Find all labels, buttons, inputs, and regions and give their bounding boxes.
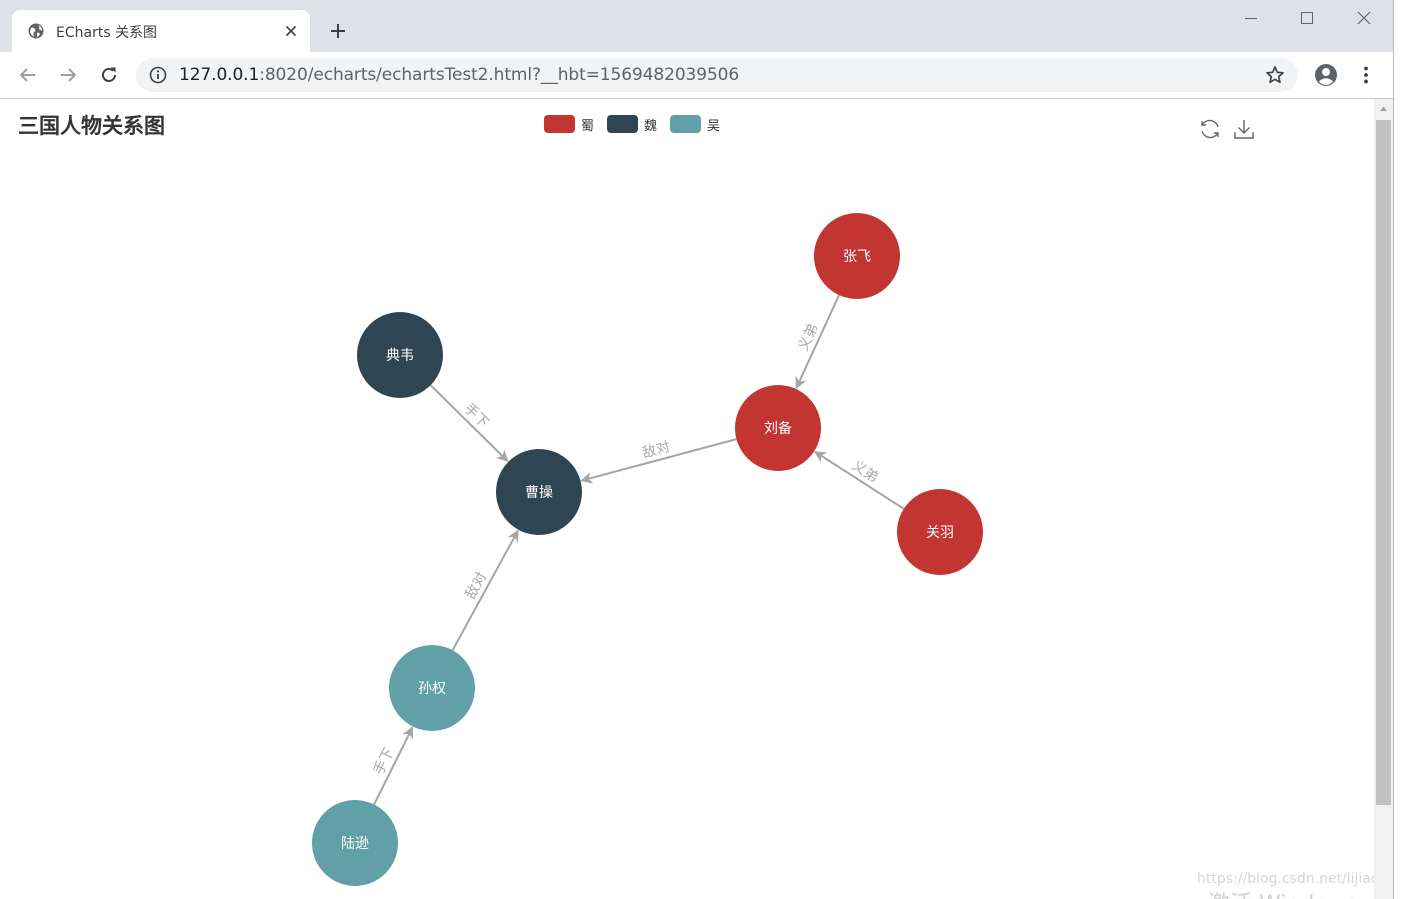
maximize-icon[interactable] — [1299, 10, 1315, 26]
outside-area — [1394, 0, 1401, 899]
node-label: 陆逊 — [341, 836, 369, 852]
edge-陆逊-孙权[interactable] — [373, 726, 414, 805]
vertical-scrollbar[interactable] — [1374, 99, 1393, 899]
node-关羽[interactable]: 关羽 — [897, 489, 983, 575]
node-孙权[interactable]: 孙权 — [389, 645, 475, 731]
edge-张飞-刘备[interactable] — [795, 294, 840, 390]
edge-关羽-刘备[interactable] — [814, 450, 905, 510]
legend-swatch — [670, 115, 702, 133]
legend-label: 吴 — [707, 118, 721, 134]
minimize-icon[interactable] — [1243, 10, 1259, 26]
reload-icon[interactable] — [98, 64, 120, 86]
page-viewport: 义弟义弟敌对手下敌对手下张飞刘备关羽典韦曹操孙权陆逊 三国人物关系图 蜀 魏 吴 — [0, 99, 1374, 899]
edge-典韦-曹操[interactable] — [429, 384, 509, 462]
node-circle[interactable] — [897, 489, 983, 575]
watermark-url: https://blog.csdn.net/lijiachu — [1197, 871, 1374, 887]
scroll-up-arrow-icon[interactable] — [1374, 99, 1393, 119]
legend: 蜀 魏 吴 — [544, 114, 733, 134]
bookmark-star-icon[interactable] — [1265, 65, 1285, 85]
forward-arrow-icon[interactable] — [57, 64, 79, 86]
globe-icon — [28, 23, 44, 39]
legend-label: 蜀 — [581, 118, 595, 134]
node-circle[interactable] — [814, 213, 900, 299]
edge-孙权-曹操[interactable] — [451, 529, 519, 651]
node-张飞[interactable]: 张飞 — [814, 213, 900, 299]
browser-toolbar: 127.0.0.1:8020/echarts/echartsTest2.html… — [0, 52, 1393, 99]
tab-strip: ECharts 关系图 — [0, 0, 1393, 52]
node-circle[interactable] — [357, 312, 443, 398]
legend-swatch — [607, 115, 639, 133]
node-circle[interactable] — [389, 645, 475, 731]
back-arrow-icon[interactable] — [17, 64, 39, 86]
node-label: 关羽 — [926, 525, 954, 541]
chart-title: 三国人物关系图 — [18, 114, 165, 138]
node-circle[interactable] — [312, 800, 398, 886]
edge-label: 手下 — [371, 745, 398, 777]
tab-title: ECharts 关系图 — [56, 25, 158, 41]
edge-label: 义弟 — [796, 321, 822, 353]
restore-icon[interactable] — [1198, 117, 1222, 141]
node-典韦[interactable]: 典韦 — [357, 312, 443, 398]
node-陆逊[interactable]: 陆逊 — [312, 800, 398, 886]
legend-label: 魏 — [644, 118, 658, 134]
url-path: :8020/echarts/echartsTest2.html?__hbt=15… — [259, 65, 740, 85]
profile-avatar-icon[interactable] — [1314, 63, 1338, 87]
edge-label: 敌对 — [463, 570, 490, 602]
legend-item-wu[interactable]: 吴 — [670, 115, 720, 134]
close-tab-icon[interactable] — [283, 23, 299, 39]
close-window-icon[interactable] — [1356, 10, 1372, 26]
url-text[interactable]: 127.0.0.1:8020/echarts/echartsTest2.html… — [179, 65, 739, 85]
browser-tab[interactable]: ECharts 关系图 — [12, 10, 310, 52]
new-tab-icon[interactable] — [328, 21, 348, 41]
scroll-thumb[interactable] — [1376, 120, 1391, 805]
browser-menu-icon[interactable] — [1356, 65, 1376, 85]
node-circle[interactable] — [735, 385, 821, 471]
node-曹操[interactable]: 曹操 — [496, 449, 582, 535]
legend-swatch — [544, 115, 575, 133]
node-label: 曹操 — [525, 485, 553, 501]
node-label: 典韦 — [386, 348, 414, 364]
node-circle[interactable] — [496, 449, 582, 535]
download-icon[interactable] — [1232, 117, 1256, 141]
node-label: 孙权 — [418, 681, 446, 697]
legend-item-wei[interactable]: 魏 — [607, 115, 657, 134]
node-label: 刘备 — [764, 420, 792, 437]
address-bar[interactable]: 127.0.0.1:8020/echarts/echartsTest2.html… — [136, 58, 1298, 92]
node-label: 张飞 — [843, 249, 871, 265]
watermark-activation: 激活 Windows — [1208, 886, 1357, 899]
info-icon[interactable] — [149, 66, 167, 84]
legend-item-shu[interactable]: 蜀 — [544, 115, 594, 134]
edge-label: 敌对 — [641, 439, 672, 462]
edge-label: 手下 — [461, 401, 492, 432]
edge-刘备-曹操[interactable] — [580, 438, 737, 484]
edge-label: 义弟 — [849, 458, 881, 487]
node-刘备[interactable]: 刘备 — [735, 385, 821, 471]
url-host: 127.0.0.1 — [179, 65, 260, 85]
